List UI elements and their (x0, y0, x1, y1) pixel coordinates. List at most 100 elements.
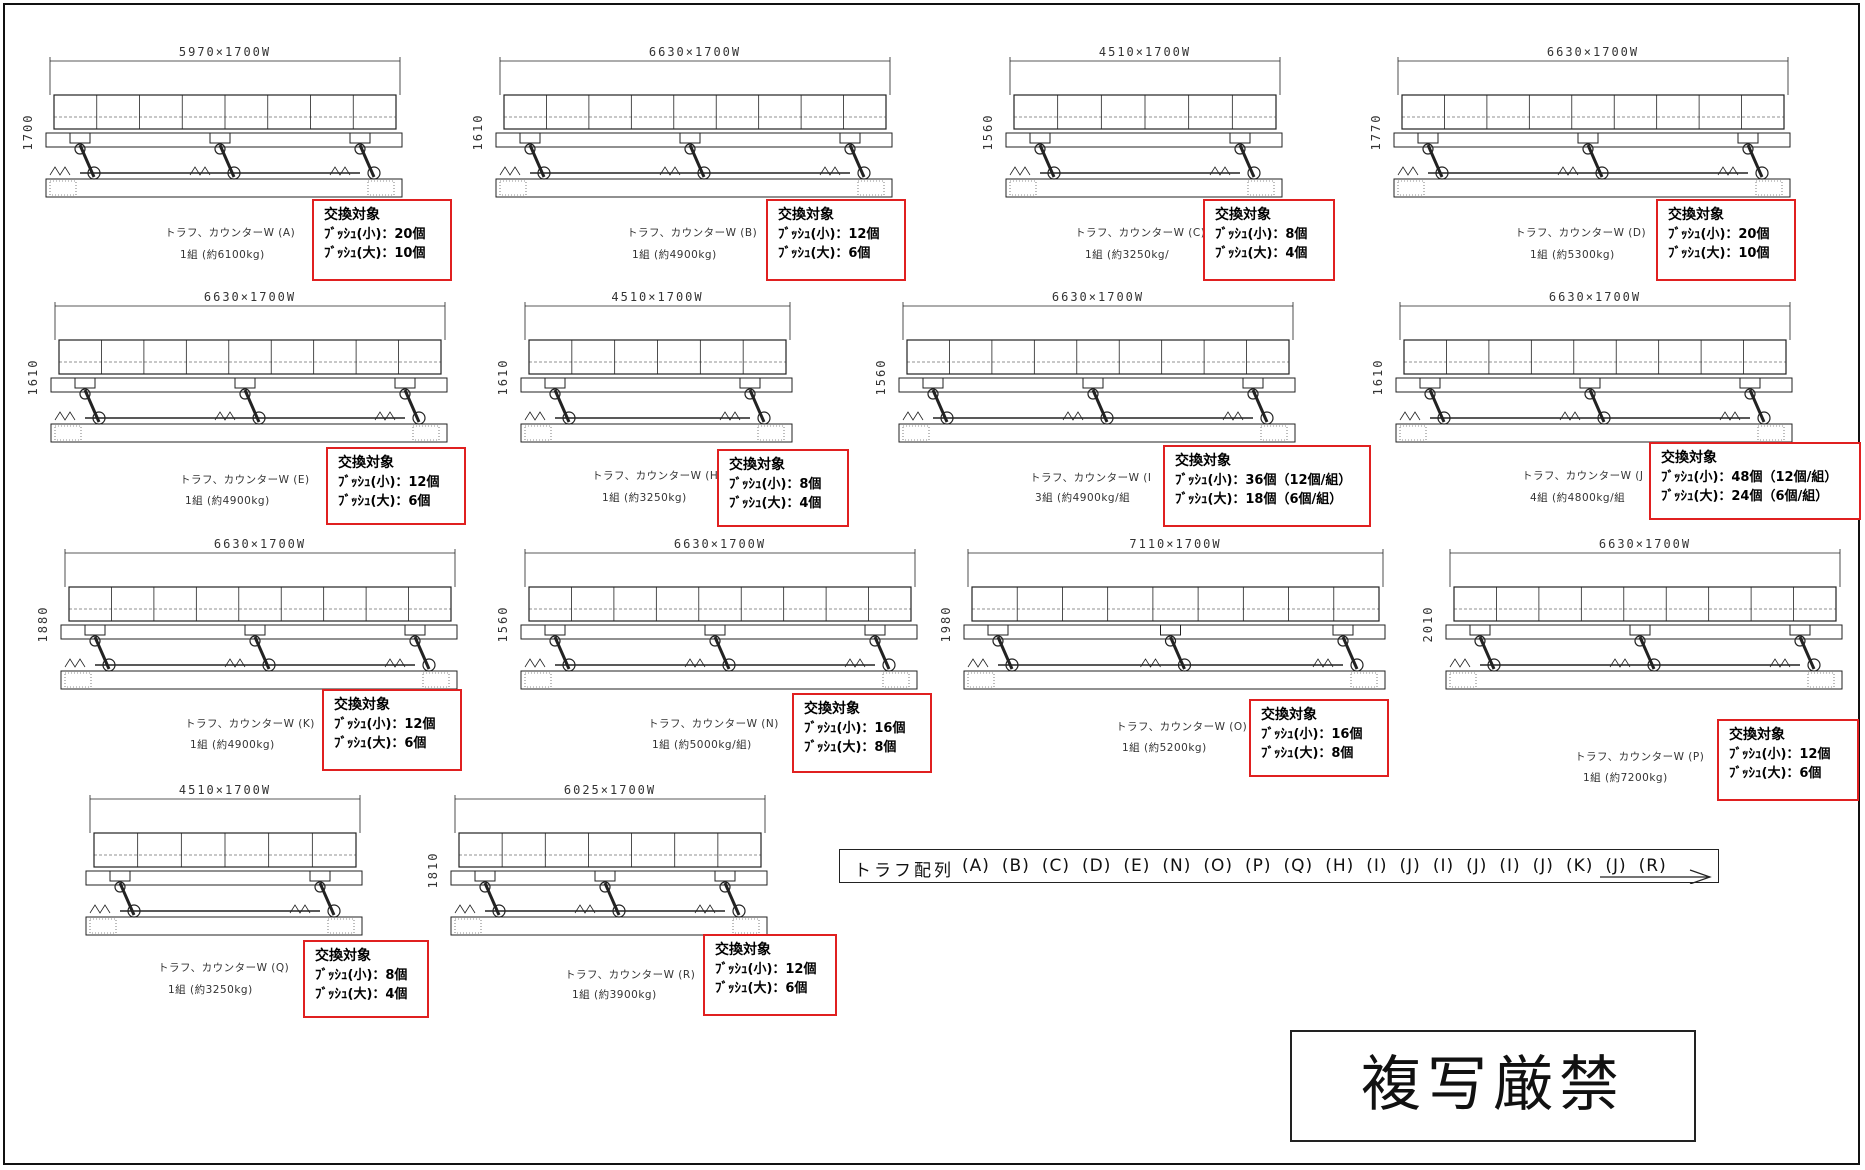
order-item: (H) (1325, 856, 1355, 876)
copy-prohibited-stamp: 複写厳禁 (1290, 1030, 1696, 1142)
bushing-mount (544, 377, 566, 389)
order-arrow (1600, 869, 1712, 884)
trough-count-b: 1組 (約4900kg) (632, 249, 717, 261)
bushing-mount (84, 624, 106, 636)
anchor-block (524, 672, 552, 688)
link-arm (318, 882, 336, 916)
bushing-large (1350, 658, 1364, 672)
trough-drawing-b (495, 57, 893, 198)
bushing-mount (74, 377, 96, 389)
bushing-large-count: ﾌﾞｯｼｭ(大)：8個 (1261, 746, 1354, 761)
link-arm (1746, 144, 1764, 178)
spring (189, 166, 211, 176)
bushing-small (1422, 143, 1434, 155)
link-arm (1638, 636, 1656, 670)
bushing-large-count: ﾌﾞｯｼｭ(大)：24個（6個/組） (1661, 489, 1829, 504)
anchor-block (1260, 425, 1288, 441)
trough-count-c: 1組 (約3250kg/ (1085, 249, 1170, 261)
replacement-title: 交換対象 (1261, 707, 1317, 723)
bushing-mount (1737, 132, 1759, 144)
bushing-large (1597, 411, 1611, 425)
link-arm (1426, 144, 1444, 178)
upper-frame (1005, 132, 1283, 148)
bushing-mount (1082, 377, 1104, 389)
bushing-large (1047, 166, 1061, 180)
bushing-mount (922, 377, 944, 389)
bushing-mount (244, 624, 266, 636)
trough-drawing-e (50, 302, 448, 443)
bushing-large-count: ﾌﾞｯｼｭ(大)：10個 (1668, 246, 1770, 261)
bushing-large (1005, 658, 1019, 672)
bushing-small (1474, 635, 1486, 647)
bushing-mount (714, 870, 736, 882)
anchor-block (732, 918, 760, 934)
replacement-title: 交換対象 (315, 948, 371, 964)
anchor-block (499, 180, 527, 196)
trough-drawing-d (1393, 57, 1791, 198)
trough-count-a: 1組 (約6100kg) (180, 249, 265, 261)
bushing-large (1757, 411, 1771, 425)
height-dimension-p: 2010 (1421, 605, 1435, 643)
order-item: (I) (1366, 856, 1388, 876)
anchor-block (1399, 425, 1427, 441)
bushing-large (1260, 411, 1274, 425)
bushing-large (252, 411, 266, 425)
spring (844, 658, 866, 668)
bushing-small-count: ﾌﾞｯｼｭ(小)：12個 (334, 717, 436, 732)
link-arm (1238, 144, 1256, 178)
trough-count-q: 1組 (約3250kg) (168, 984, 253, 996)
bushing-small (1584, 388, 1596, 400)
width-dimension-b: 6630×1700W (648, 45, 742, 59)
anchor-block (757, 425, 785, 441)
bushing-large (732, 904, 746, 918)
base-frame (1395, 423, 1793, 443)
bushing-large-count: ﾌﾞｯｼｭ(大)：18個（6個/組） (1175, 492, 1343, 507)
bushing-large (697, 166, 711, 180)
height-dimension-h: 1610 (496, 358, 510, 396)
anchor-block (454, 918, 482, 934)
replacement-box-n: 交換対象ﾌﾞｯｼｭ(小)：16個ﾌﾞｯｼｭ(大)：8個 (792, 693, 932, 773)
trough-name-i: トラフ、カウンターW (I (1030, 472, 1152, 484)
base-frame (45, 178, 403, 198)
trough-body (1401, 94, 1785, 130)
spring (54, 411, 76, 421)
link-arm (253, 636, 271, 670)
bushing-small (524, 143, 536, 155)
spring (684, 658, 706, 668)
spring (1140, 658, 1161, 668)
base-frame (520, 423, 793, 443)
bushing-large-count: ﾌﾞｯｼｭ(大)：6個 (778, 246, 871, 261)
width-dimension-p: 6630×1700W (1598, 537, 1692, 551)
bushing-small (479, 881, 491, 893)
bushing-mount (1160, 624, 1181, 636)
bushing-mount (1029, 132, 1051, 144)
bushing-mount (109, 870, 131, 882)
link-arm (1748, 389, 1766, 423)
spring (1222, 411, 1244, 421)
link-arm (1478, 636, 1496, 670)
bushing-large-count: ﾌﾞｯｼｭ(大)：6個 (715, 981, 808, 996)
link-arm (553, 636, 571, 670)
base-frame (963, 670, 1386, 690)
spring (902, 411, 924, 421)
anchor-block (967, 672, 995, 688)
bushing-large-count: ﾌﾞｯｼｭ(大)：6個 (338, 494, 431, 509)
bushing-small-count: ﾌﾞｯｼｭ(小)：16個 (1261, 727, 1363, 742)
bushing-large (492, 904, 506, 918)
trough-drawing-o (963, 549, 1386, 690)
trough-name-h: トラフ、カウンターW (H (592, 470, 719, 482)
bushing-large (227, 166, 241, 180)
order-item: (C) (1041, 856, 1070, 876)
trough-count-r: 1組 (約3900kg) (572, 989, 657, 1001)
trough-drawing-q (85, 795, 363, 936)
bushing-small (1234, 143, 1246, 155)
bushing-mount (1417, 132, 1439, 144)
anchor-block (327, 918, 355, 934)
bushing-small (744, 388, 756, 400)
replacement-title: 交換対象 (778, 207, 834, 223)
order-item: (A) (962, 856, 990, 876)
bushing-small-count: ﾌﾞｯｼｭ(小)：12個 (338, 475, 440, 490)
replacement-title: 交換対象 (729, 457, 785, 473)
bushing-small-count: ﾌﾞｯｼｭ(小)：12個 (1729, 747, 1831, 762)
link-arm (688, 144, 706, 178)
